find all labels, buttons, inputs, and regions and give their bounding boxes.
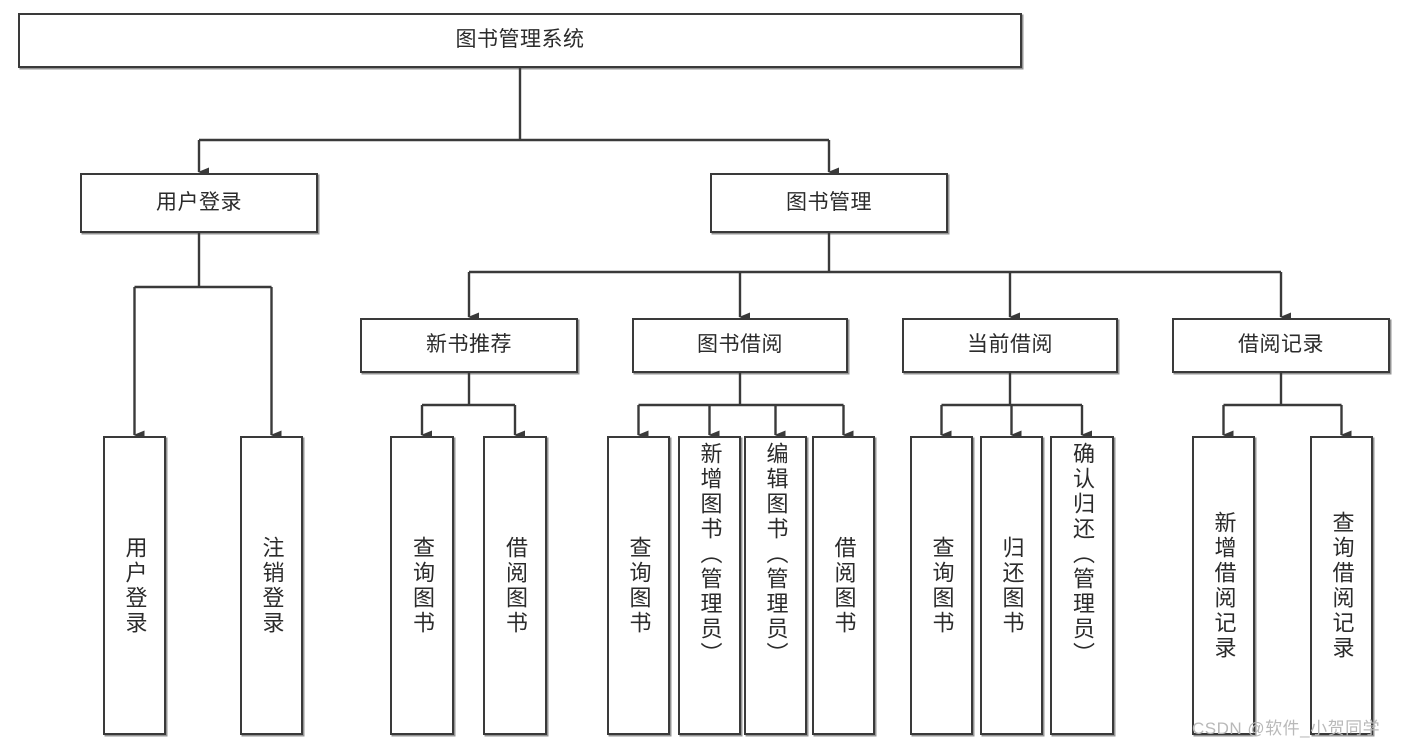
node-leaf-query-book-2[interactable]: 查询图书 xyxy=(607,436,670,735)
node-leaf-user-login[interactable]: 用户登录 xyxy=(103,436,166,735)
node-leaf-edit-book-admin[interactable]: 编辑图书（管理员） xyxy=(744,436,807,735)
node-label: 新书推荐 xyxy=(426,333,512,357)
node-label: 当前借阅 xyxy=(967,333,1053,357)
node-leaf-query-borrow-record[interactable]: 查询借阅记录 xyxy=(1310,436,1373,735)
node-label: 借阅图书 xyxy=(831,535,857,636)
node-label: 新增图书（管理员） xyxy=(697,442,723,667)
node-label: 确认归还（管理员） xyxy=(1069,442,1095,667)
node-label: 查询图书 xyxy=(626,535,652,636)
node-leaf-query-book-3[interactable]: 查询图书 xyxy=(910,436,973,735)
node-current-borrow[interactable]: 当前借阅 xyxy=(902,318,1118,373)
node-label: 归还图书 xyxy=(999,535,1025,636)
node-label: 借阅图书 xyxy=(502,535,528,636)
node-book-management[interactable]: 图书管理 xyxy=(710,173,948,233)
node-label: 查询图书 xyxy=(929,535,955,636)
node-label: 查询借阅记录 xyxy=(1329,510,1355,661)
node-label: 图书管理 xyxy=(786,190,872,214)
node-new-book-recommend[interactable]: 新书推荐 xyxy=(360,318,578,373)
node-leaf-logout[interactable]: 注销登录 xyxy=(240,436,303,735)
node-user-login[interactable]: 用户登录 xyxy=(80,173,318,233)
node-leaf-return-book[interactable]: 归还图书 xyxy=(980,436,1043,735)
node-label: 新增借阅记录 xyxy=(1211,510,1237,661)
node-leaf-borrow-book-2[interactable]: 借阅图书 xyxy=(812,436,875,735)
node-label: 注销登录 xyxy=(259,535,285,636)
node-leaf-confirm-return-admin[interactable]: 确认归还（管理员） xyxy=(1050,436,1114,735)
node-label: 借阅记录 xyxy=(1238,333,1324,357)
node-label: 用户登录 xyxy=(156,190,242,214)
node-leaf-borrow-book-1[interactable]: 借阅图书 xyxy=(483,436,547,735)
node-leaf-add-book-admin[interactable]: 新增图书（管理员） xyxy=(678,436,741,735)
connector-group xyxy=(133,68,1352,440)
node-label: 图书借阅 xyxy=(697,333,783,357)
node-label: 用户登录 xyxy=(122,535,148,636)
node-root[interactable]: 图书管理系统 xyxy=(18,13,1022,68)
node-leaf-query-book-1[interactable]: 查询图书 xyxy=(390,436,454,735)
node-label: 编辑图书（管理员） xyxy=(763,442,789,667)
node-leaf-add-borrow-record[interactable]: 新增借阅记录 xyxy=(1192,436,1255,735)
node-label: 查询图书 xyxy=(409,535,435,636)
node-borrow-record[interactable]: 借阅记录 xyxy=(1172,318,1390,373)
node-label: 图书管理系统 xyxy=(455,28,585,52)
node-book-borrow[interactable]: 图书借阅 xyxy=(632,318,848,373)
